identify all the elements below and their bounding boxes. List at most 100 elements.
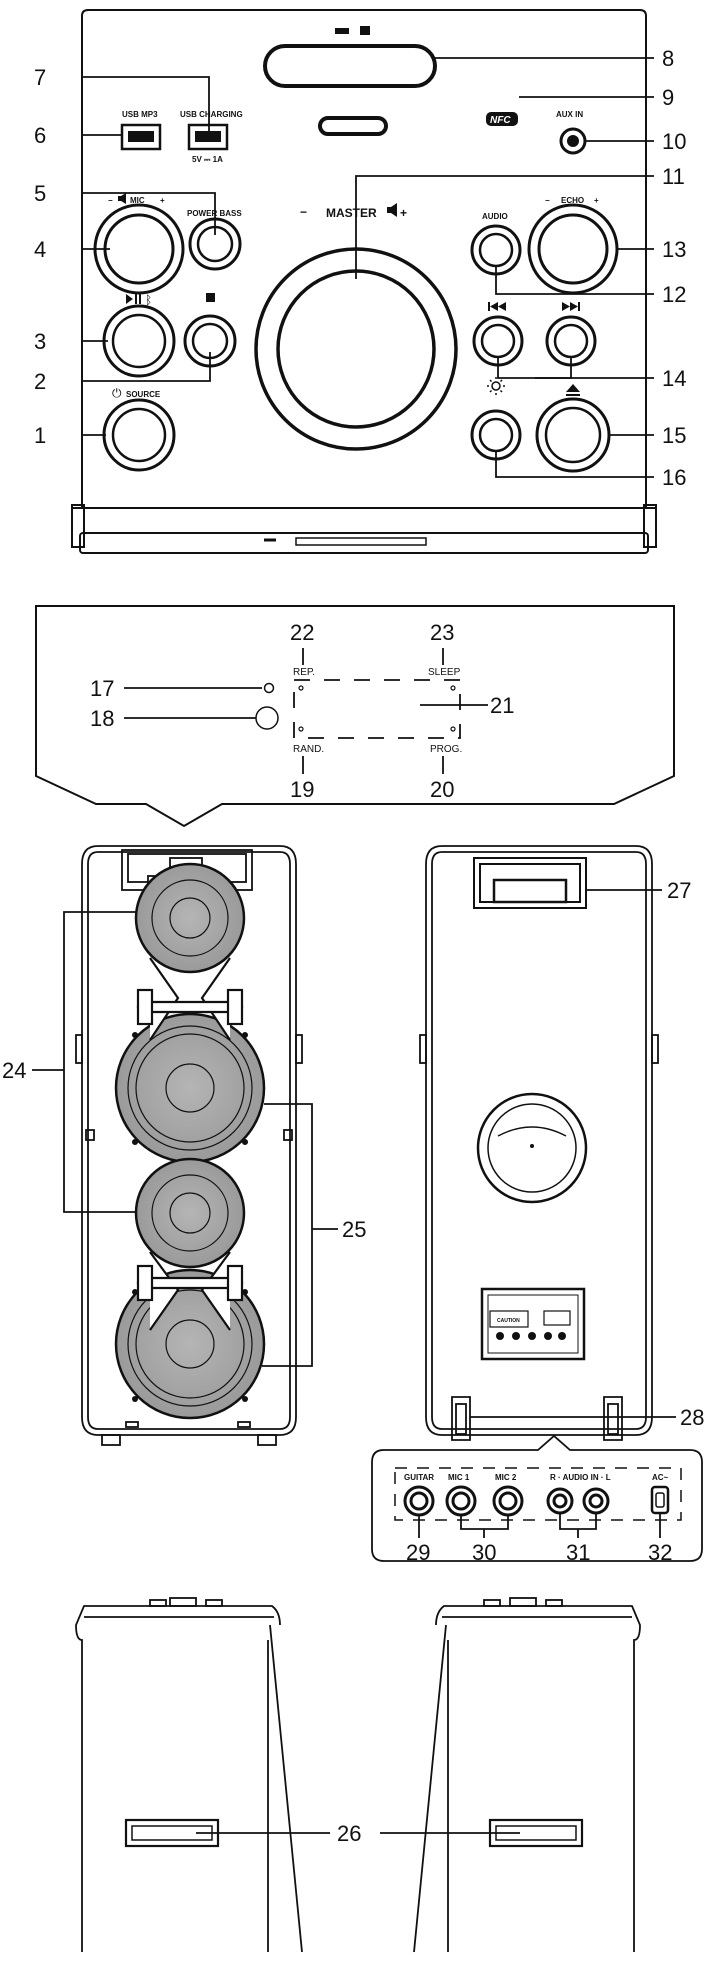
standby-led [263, 682, 275, 694]
nfc-label: NFC [490, 115, 511, 126]
eject-button [535, 397, 611, 473]
control-panel [71, 9, 657, 554]
carry-handle-slot [263, 44, 437, 88]
callout-27: 27 [667, 878, 691, 903]
callout-22: 22 [290, 620, 314, 645]
audio-in-label: R · AUDIO IN · L [550, 1473, 611, 1482]
play-pause-icon [126, 294, 141, 304]
caution-label: CAUTION [497, 1318, 520, 1324]
rear-connector-panel [480, 1287, 586, 1361]
echo-label: ECHO [561, 196, 584, 205]
mic-volume-icon [118, 193, 126, 204]
callout-13: 13 [662, 237, 686, 262]
callout-23: 23 [430, 620, 454, 645]
callout-25: 25 [342, 1217, 366, 1242]
rear-handle [473, 857, 587, 909]
nfc-badge [486, 112, 518, 126]
callout-numbers: 1 2 3 4 5 6 7 8 9 10 11 12 13 14 15 16 1… [2, 46, 704, 1846]
display-closeup-frame [35, 605, 675, 828]
callout-12: 12 [662, 282, 686, 307]
ac-inlet [650, 1485, 670, 1515]
echo-minus-label: − [545, 196, 550, 205]
speaker-side-left [75, 1597, 303, 1953]
callout-29: 29 [406, 1540, 430, 1565]
callout-leaders-jacks [418, 1513, 661, 1538]
callout-31: 31 [566, 1540, 590, 1565]
usb-mp3-port [120, 123, 162, 151]
front-feet [101, 1421, 277, 1446]
audio-label: AUDIO [482, 212, 508, 221]
tweeter-upper [134, 862, 246, 974]
mic1-label: MIC 1 [448, 1473, 470, 1482]
woofer-upper [114, 1012, 266, 1164]
usb-mp3-label: USB MP3 [122, 110, 158, 119]
lcd-display-area [293, 679, 461, 739]
callout-21: 21 [490, 693, 514, 718]
callout-28: 28 [680, 1405, 704, 1430]
callout-11: 11 [662, 164, 685, 189]
callout-10: 10 [662, 129, 686, 154]
callout-7: 7 [34, 65, 46, 90]
callout-2: 2 [34, 369, 46, 394]
callout-17: 17 [90, 676, 114, 701]
speaker-volume-icon [387, 203, 397, 217]
usb-charging-port [187, 123, 229, 151]
mic-label: MIC [130, 196, 145, 205]
rear-jacks-closeup-frame [371, 1434, 703, 1562]
callout-19: 19 [290, 777, 314, 802]
aux-in-jack [559, 127, 587, 155]
callout-26: 26 [337, 1821, 361, 1846]
prog-label: PROG. [430, 744, 462, 755]
source-button [102, 398, 176, 472]
callout-14: 14 [662, 366, 686, 391]
remote-sensor [255, 706, 279, 730]
callout-32: 32 [648, 1540, 672, 1565]
power-icon: ⏻ [112, 386, 122, 400]
grille-brace-lower [136, 1251, 244, 1331]
source-label: SOURCE [126, 390, 161, 399]
mic-minus-label: − [108, 196, 113, 205]
bass-port [476, 1092, 588, 1204]
previous-icon [488, 302, 506, 311]
callout-5: 5 [34, 181, 46, 206]
callout-leaders-rear [470, 889, 676, 1418]
light-icon [487, 377, 505, 395]
callout-leaders-top [82, 57, 654, 478]
echo-knob [527, 203, 619, 295]
next-icon [562, 302, 580, 311]
mic2-jack [492, 1485, 524, 1517]
callout-16: 16 [662, 465, 686, 490]
play-pause-button [102, 304, 176, 378]
callout-3: 3 [34, 329, 46, 354]
echo-plus-label: + [594, 196, 599, 205]
sleep-label: SLEEP [428, 667, 461, 678]
master-plus-label: + [400, 206, 407, 220]
top-connector-2 [360, 26, 370, 35]
mic2-label: MIC 2 [495, 1473, 517, 1482]
eject-icon [566, 384, 580, 396]
callout-4: 4 [34, 237, 46, 262]
charging-spec-label: 5V ⎓ 1A [192, 155, 223, 164]
aux-in-label: AUX IN [556, 110, 583, 119]
usb-charging-label: USB CHARGING [180, 110, 243, 119]
rep-label: REP. [293, 667, 315, 678]
callout-24: 24 [2, 1058, 26, 1083]
bluetooth-icon: ᛒ [145, 293, 152, 307]
master-minus-label: − [300, 205, 307, 219]
speaker-side-right [413, 1597, 641, 1953]
rear-wheels [451, 1396, 623, 1441]
audio-in-l-jack [582, 1487, 610, 1515]
guitar-label: GUITAR [404, 1473, 434, 1482]
grille-brace-upper [136, 957, 244, 1041]
speaker-screws [132, 1032, 248, 1402]
stop-icon [206, 293, 215, 302]
mic1-jack [445, 1485, 477, 1517]
speaker-rear-body [419, 845, 659, 1436]
ac-label: AC~ [652, 1473, 669, 1482]
callout-15: 15 [662, 423, 686, 448]
lcd-corner-dots [298, 685, 456, 732]
callout-8: 8 [662, 46, 674, 71]
callout-1: 1 [34, 423, 46, 448]
top-connector-1 [335, 28, 349, 34]
